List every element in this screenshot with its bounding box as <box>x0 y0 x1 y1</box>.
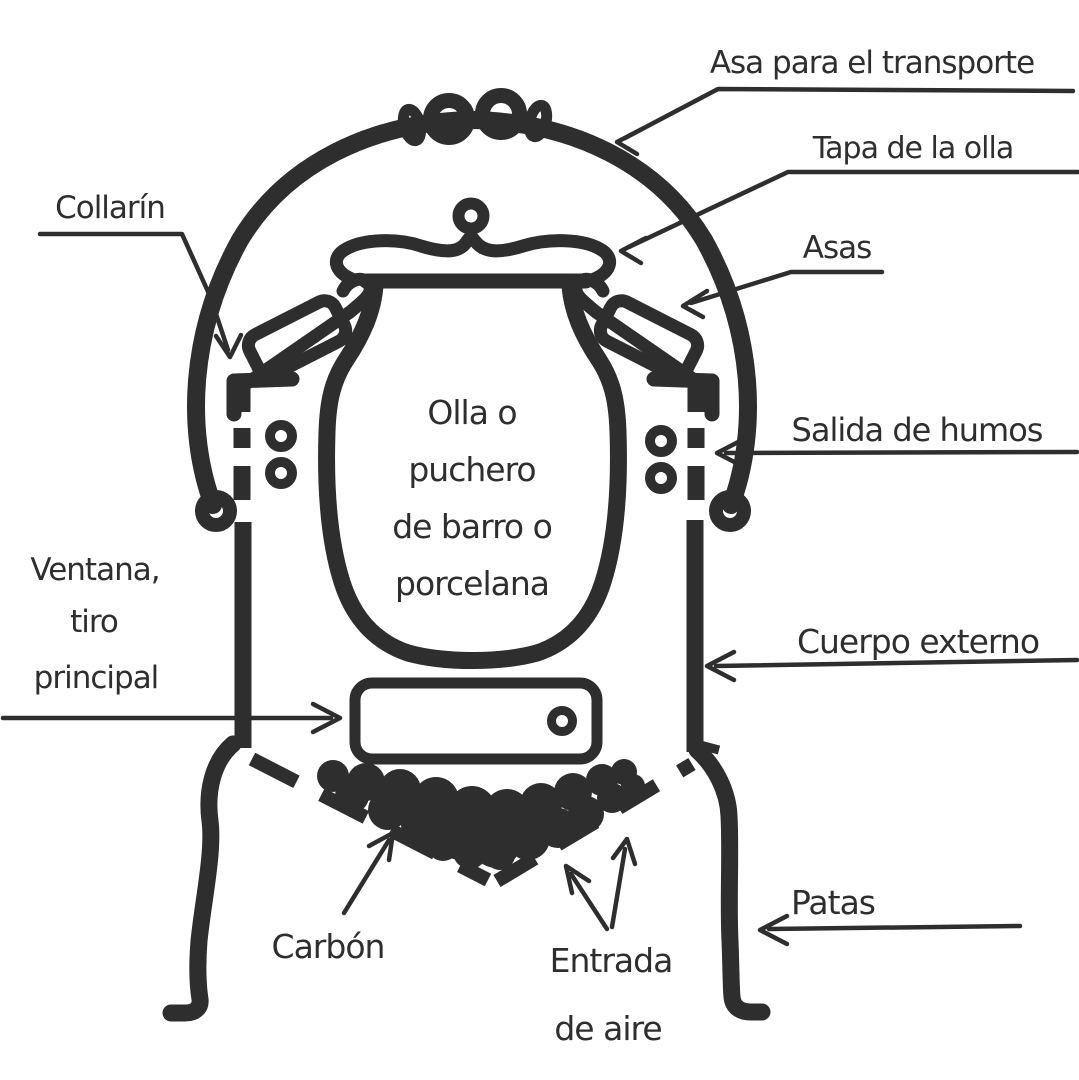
handle-bead-left <box>397 103 427 147</box>
entrada-text-line2: de aire <box>554 1009 661 1048</box>
lid-curve <box>330 229 616 286</box>
stove-structure: Olla o puchero de barro o porcelana <box>162 88 771 1022</box>
tapa-leader <box>626 169 1079 250</box>
cuerpo-arrow-line <box>713 657 1079 669</box>
grate-right-dashes <box>493 757 696 888</box>
collarin-text: Collarín <box>55 190 165 226</box>
entrada-text-line1: Entrada <box>550 941 673 980</box>
entrada-arrow-line-2 <box>609 846 628 930</box>
right-strap <box>569 272 713 395</box>
left-rivet-top <box>265 420 297 452</box>
tapa-text: Tapa de la olla <box>812 131 1013 166</box>
window <box>349 677 603 765</box>
entrada-arrow-line-1 <box>568 871 610 932</box>
label-asas: Asas <box>680 230 885 320</box>
handle-ring-left <box>423 93 475 145</box>
grate-left-dashes <box>248 752 492 887</box>
asa-transporte-text: Asa para el transporte <box>710 45 1034 81</box>
transport-handle <box>397 88 553 147</box>
entrada-arrowhead-2 <box>610 836 638 867</box>
collarin-leader <box>37 231 231 353</box>
salida-text: Salida de humos <box>792 411 1043 449</box>
ventana-text-line2: tiro <box>70 604 118 640</box>
pot-lid <box>330 197 616 286</box>
asas-arrowhead <box>680 288 710 320</box>
salida-arrowhead <box>714 436 747 470</box>
pot-label: Olla o puchero de barro o porcelana <box>392 393 553 603</box>
asas-text: Asas <box>803 230 872 266</box>
left-leg <box>162 735 242 1022</box>
pot-label-line3: de barro o <box>392 507 552 546</box>
pot-body <box>318 277 627 669</box>
collarin-arrowhead <box>213 332 244 360</box>
cuerpo-text: Cuerpo externo <box>797 622 1039 661</box>
window-frame <box>349 677 603 765</box>
window-latch <box>547 706 577 736</box>
left-pivot <box>195 490 237 532</box>
label-collarin: Collarín <box>37 190 244 360</box>
label-ventana: Ventana, tiro principal <box>0 552 343 735</box>
salida-arrow-line <box>723 449 1079 456</box>
entrada-arrowhead-1 <box>563 863 592 896</box>
annotations: Asa para el transporte Tapa de la olla A… <box>0 45 1079 1048</box>
pot-label-line4: porcelana <box>395 564 549 603</box>
left-rivet-bottom <box>265 457 297 489</box>
handle-ring-right <box>475 88 527 140</box>
left-side-handle <box>241 294 353 382</box>
ventana-arrowhead <box>310 701 343 735</box>
carbon-text: Carbón <box>272 927 385 966</box>
ventana-text-line3: principal <box>34 660 159 696</box>
label-cuerpo: Cuerpo externo <box>704 622 1079 683</box>
right-leg <box>688 741 771 1021</box>
carbon-arrow-line <box>341 837 392 916</box>
tapa-arrowhead <box>618 235 649 266</box>
carbon-arrowhead <box>366 830 396 863</box>
label-salida: Salida de humos <box>714 411 1079 470</box>
pot <box>318 273 627 669</box>
patas-arrow-line <box>766 923 1023 932</box>
label-tapa: Tapa de la olla <box>618 131 1079 266</box>
pot-label-line2: puchero <box>408 450 535 489</box>
asa-transporte-arrowhead <box>614 126 645 157</box>
right-rivet-top <box>645 425 677 457</box>
label-entrada: Entrada de aire <box>550 836 673 1048</box>
pot-label-line1: Olla o <box>427 393 516 432</box>
right-pivot <box>709 490 751 532</box>
label-carbon: Carbón <box>272 830 396 966</box>
lid-knob <box>452 197 490 235</box>
cuerpo-arrowhead <box>704 649 737 683</box>
right-rivet-bottom <box>645 462 677 494</box>
handle-bead-right <box>523 99 553 143</box>
label-patas: Patas <box>757 883 1023 947</box>
asa-transporte-leader <box>622 86 1076 141</box>
left-collar-assembly <box>195 272 377 532</box>
ventana-text-line1: Ventana, <box>30 552 159 588</box>
patas-arrowhead <box>757 913 790 947</box>
patas-text: Patas <box>791 883 875 922</box>
asas-leader <box>688 269 885 306</box>
left-strap <box>233 272 377 395</box>
right-side-handle <box>593 294 705 382</box>
right-collar-assembly <box>569 272 751 532</box>
label-asa-transporte: Asa para el transporte <box>614 45 1076 157</box>
